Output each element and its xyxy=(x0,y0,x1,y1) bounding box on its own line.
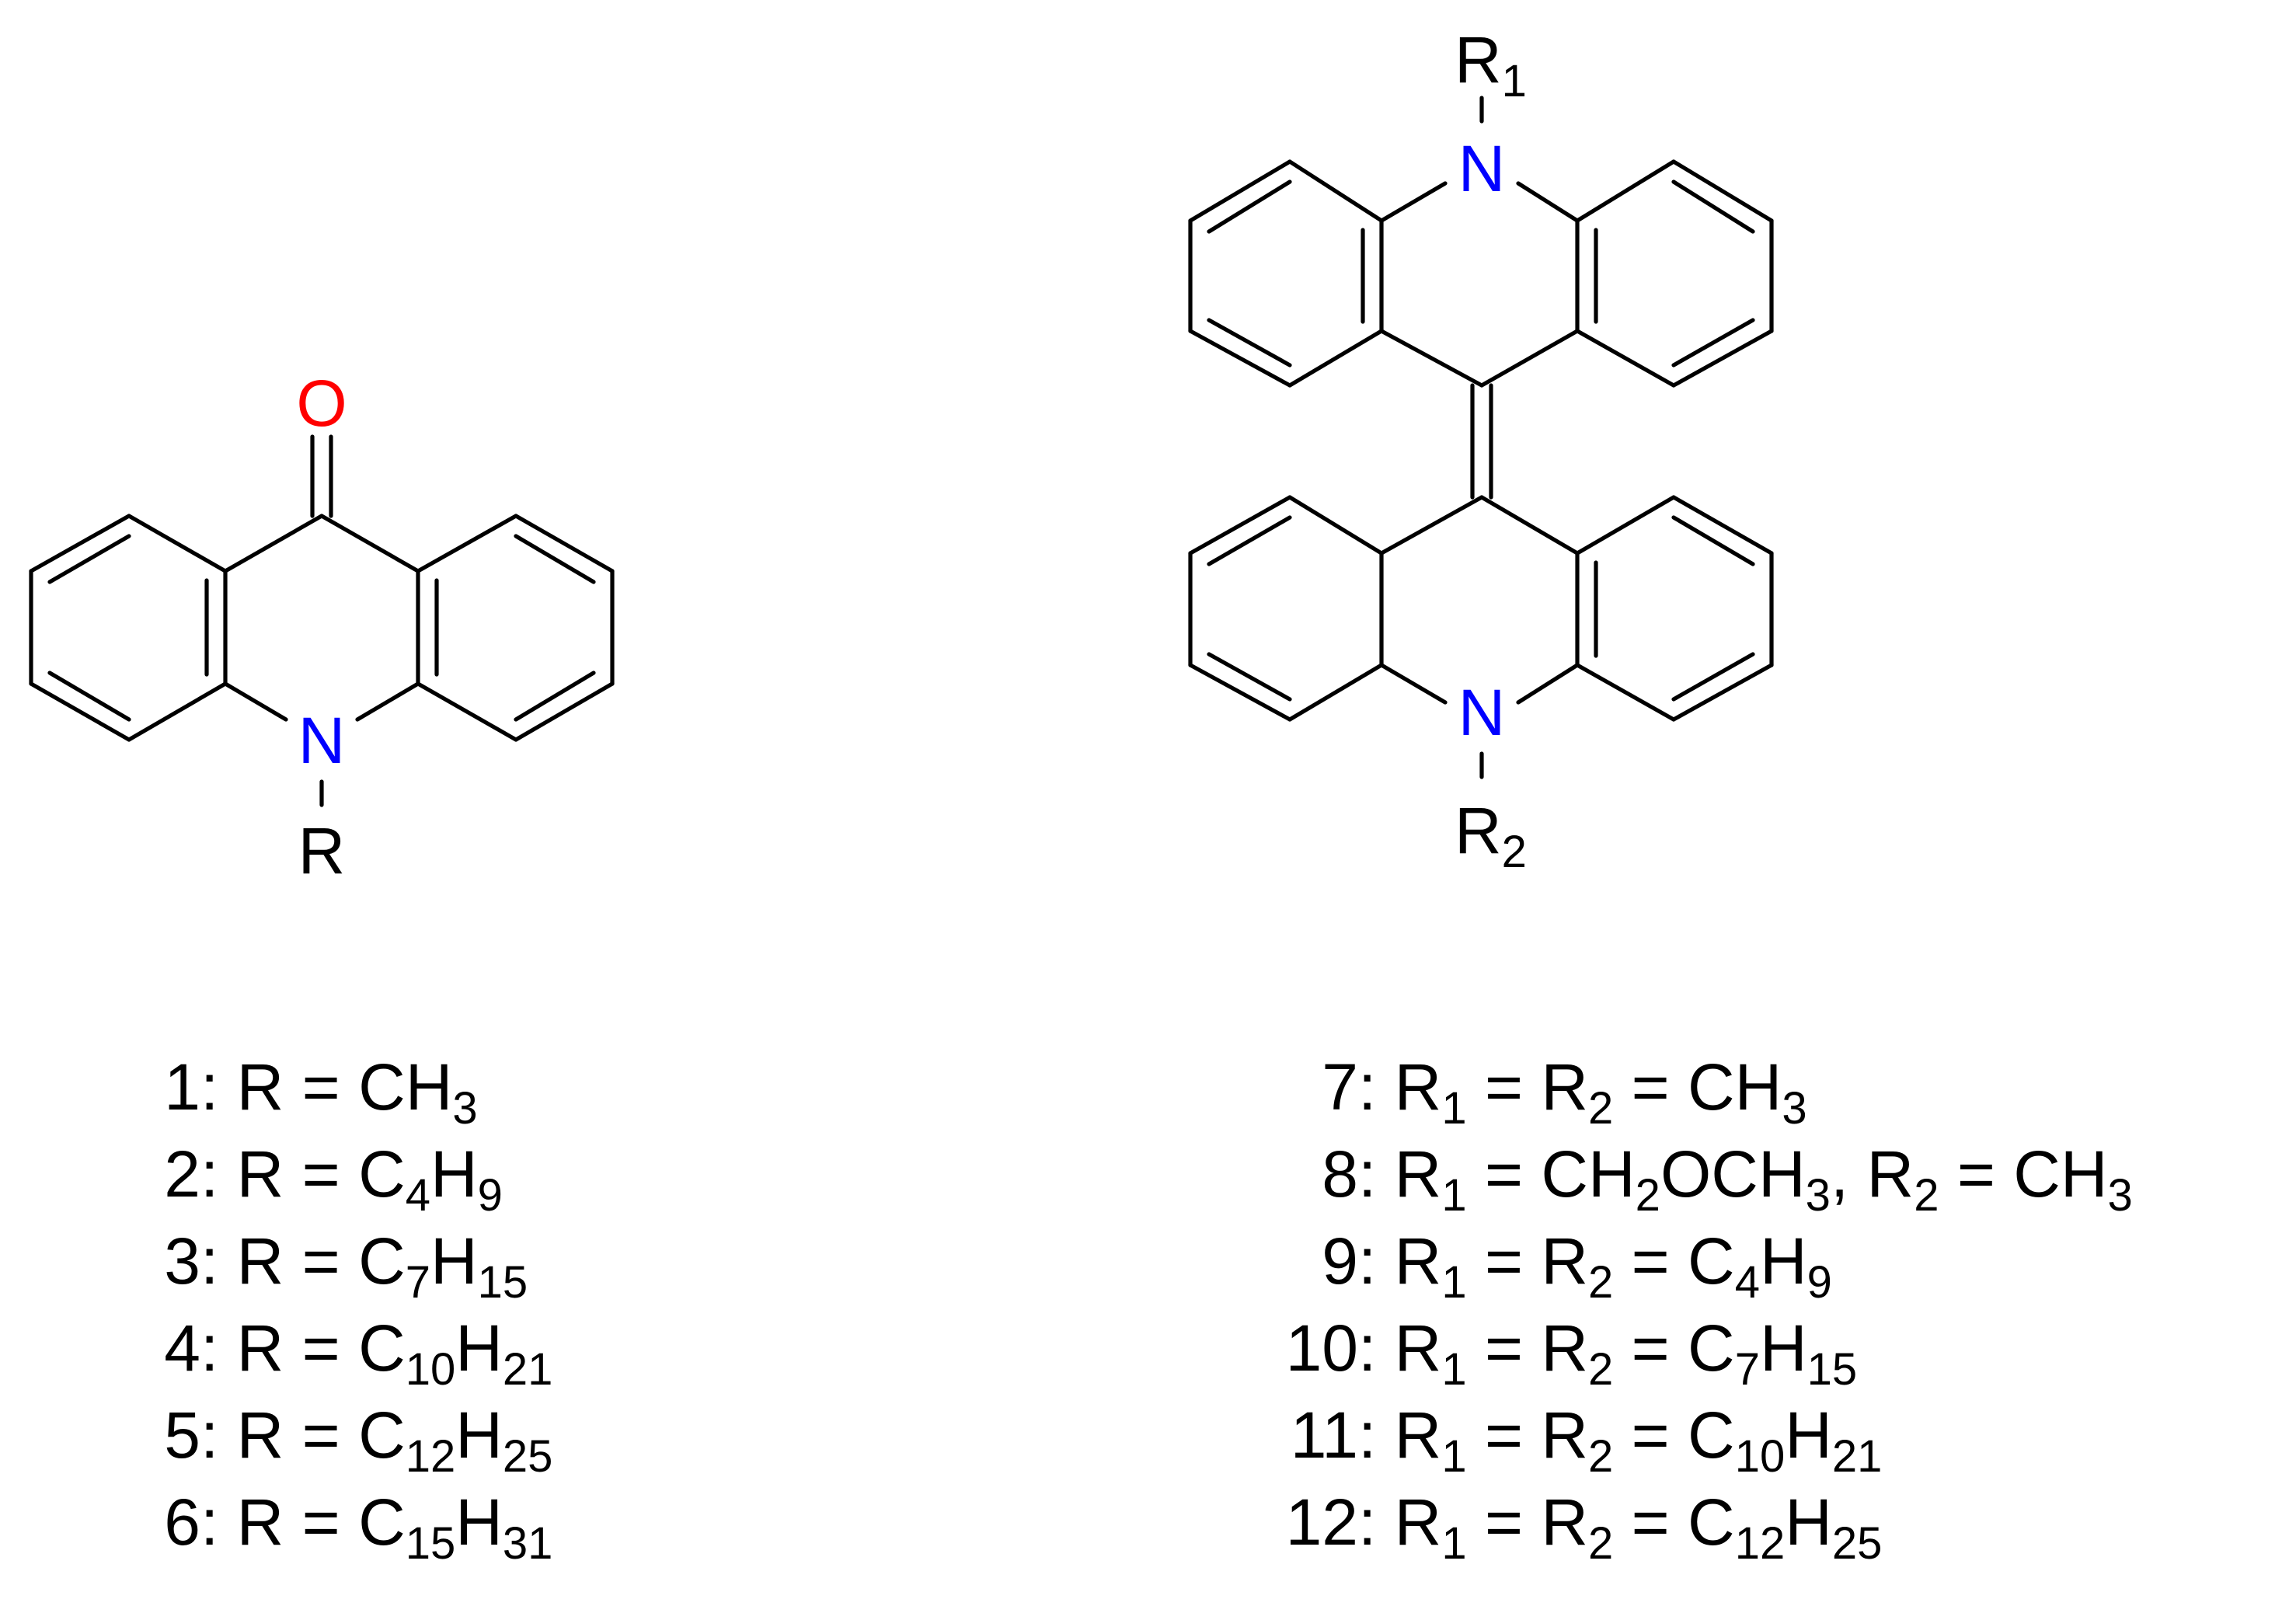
compound-formula: : R = C7H15 xyxy=(200,1225,528,1308)
nitrogen-atom-label: N xyxy=(298,704,346,777)
compound-number: 11 xyxy=(1291,1399,1358,1472)
nitrogen-bottom-atom-label: N xyxy=(1458,676,1506,749)
acridone-structure: O N R xyxy=(29,367,615,887)
r-group-label: R xyxy=(298,814,346,887)
compound-number: 9 xyxy=(1322,1225,1358,1298)
compound-formula: : R = C12H25 xyxy=(200,1399,552,1482)
compound-number: 5 xyxy=(164,1399,200,1472)
compound-formula: : R1 = R2 = CH3 xyxy=(1358,1050,1807,1134)
compound-number: 7 xyxy=(1322,1050,1358,1124)
nitrogen-top-atom-label: N xyxy=(1458,132,1506,205)
compound-number: 4 xyxy=(164,1312,200,1385)
compound-number: 2 xyxy=(164,1137,200,1211)
oxygen-atom-label: O xyxy=(296,367,347,440)
compound-formula: : R1 = R2 = C7H15 xyxy=(1358,1312,1857,1395)
compound-formula: : R = CH3 xyxy=(200,1050,478,1134)
compound-number: 12 xyxy=(1286,1486,1358,1559)
r2-group-label: R2 xyxy=(1455,794,1527,877)
r1-group-label: R1 xyxy=(1455,23,1527,106)
bisacridylidene-structure: R1 N N R2 xyxy=(1188,23,1774,877)
compound-formula: : R = C15H31 xyxy=(200,1486,552,1569)
compound-formula: : R1 = R2 = C4H9 xyxy=(1358,1225,1832,1308)
compound-number: 10 xyxy=(1286,1312,1358,1385)
compound-formula: : R1 = R2 = C12H25 xyxy=(1358,1486,1882,1569)
compound-formula: : R1 = R2 = C10H21 xyxy=(1358,1399,1882,1482)
compound-number: 3 xyxy=(164,1225,200,1298)
compound-formula: : R1 = CH2OCH3, R2 = CH3 xyxy=(1358,1137,2133,1221)
compound-formula: : R = C10H21 xyxy=(200,1312,552,1395)
compound-number: 8 xyxy=(1322,1137,1358,1211)
compound-formula: : R = C4H9 xyxy=(200,1137,503,1221)
compound-number: 6 xyxy=(164,1486,200,1559)
compound-number: 1 xyxy=(164,1050,200,1124)
